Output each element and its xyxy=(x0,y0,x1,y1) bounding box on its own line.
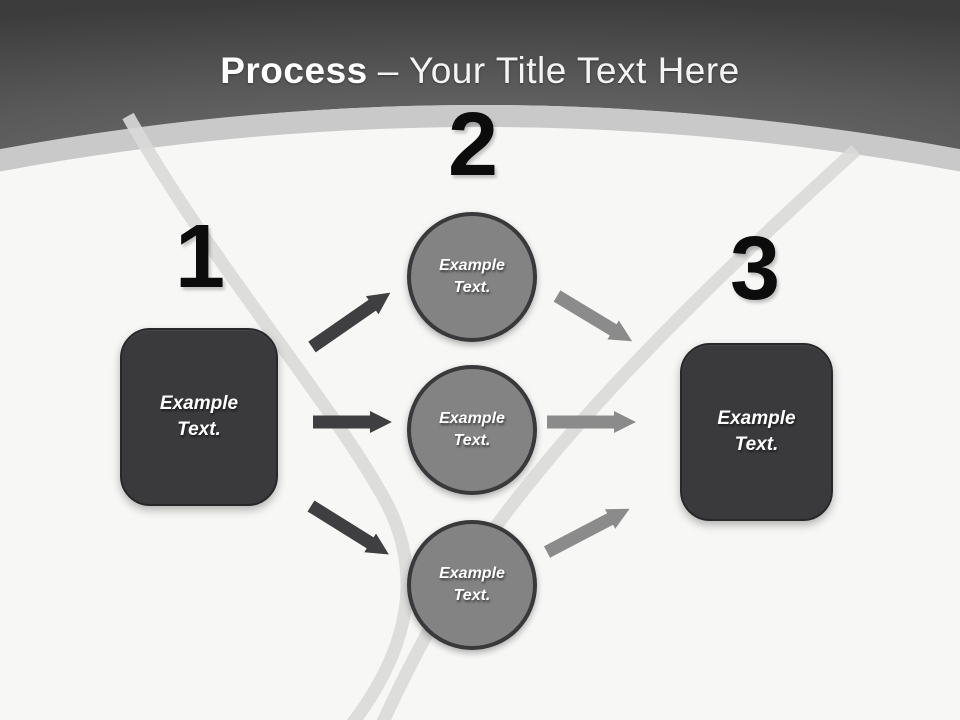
slide-title: Process– Your Title Text Here xyxy=(0,50,960,92)
process-box-right-label: Example Text. xyxy=(717,408,796,455)
process-box-left-label: Example Text. xyxy=(159,393,239,440)
arrow-right-bottom xyxy=(543,508,630,558)
process-box-right: Example Text. xyxy=(680,343,833,521)
process-circle-top-label: Example Text. xyxy=(439,257,505,296)
process-box-left: Example Text. xyxy=(120,328,278,506)
process-circle-top: Example Text. xyxy=(407,212,537,342)
arrow-left-top xyxy=(308,292,391,353)
swoosh-curve-left xyxy=(122,112,414,720)
slide-title-text: – Your Title Text Here xyxy=(377,50,740,91)
arrow-left-bottom xyxy=(307,500,389,555)
header-band xyxy=(0,0,960,150)
process-circle-bottom: Example Text. xyxy=(407,520,537,650)
step-number-3: 3 xyxy=(729,219,781,319)
step-number-2: 2 xyxy=(447,95,499,195)
process-circle-middle: Example Text. xyxy=(407,365,537,495)
process-circle-middle-label: Example Text. xyxy=(439,410,505,449)
slide-title-keyword: Process xyxy=(220,50,368,91)
step-number-1: 1 xyxy=(174,207,226,307)
process-circle-bottom-label: Example Text. xyxy=(439,565,505,604)
arrow-right-top xyxy=(553,290,633,342)
